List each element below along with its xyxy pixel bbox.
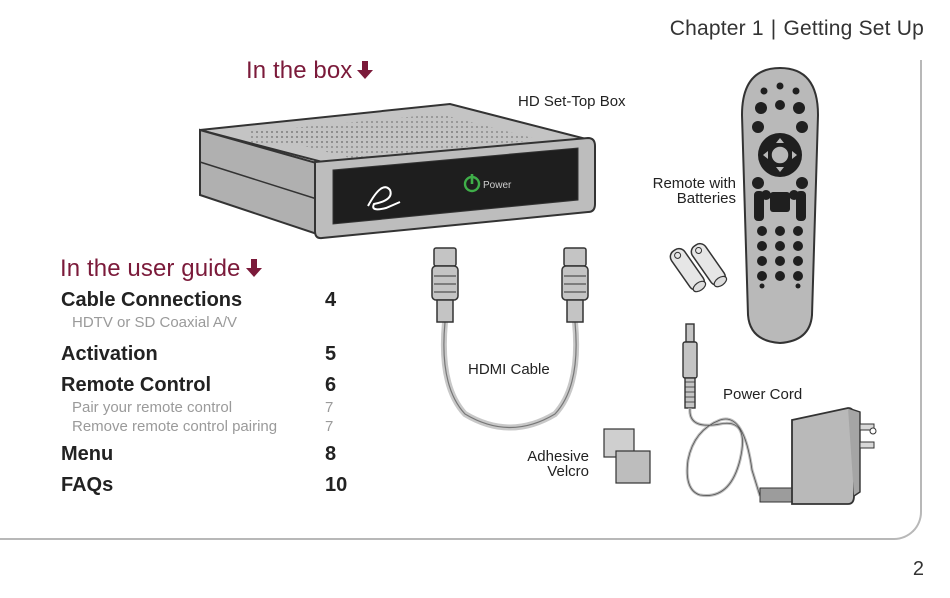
toc-entry-title: Menu	[61, 443, 114, 465]
toc-entry[interactable]: Remote Control 6 Pair your remote control…	[61, 372, 351, 436]
power-text: Power	[483, 180, 512, 191]
remote-label-line1: Remote with	[652, 175, 736, 192]
set-top-box-image: Power	[199, 102, 596, 240]
toc-entry-title: Activation	[61, 343, 158, 365]
power-icon	[463, 174, 481, 193]
in-the-box-heading-text: In the box	[246, 57, 353, 84]
toc-entry-page: 10	[325, 474, 348, 496]
header-separator: |	[770, 17, 777, 40]
in-the-box-heading: In the box	[246, 57, 374, 85]
user-guide-toc: Cable Connections 4 HDTV or SD Coaxial A/…	[61, 287, 351, 498]
toc-subentry-page: 7	[325, 418, 334, 435]
toc-entry-page: 6	[325, 374, 337, 396]
toc-entry[interactable]: Cable Connections 4 HDTV or SD Coaxial A/…	[61, 287, 351, 332]
toc-subentry[interactable]: Remove remote control pairing 7	[61, 417, 351, 436]
toc-entry-page: 4	[325, 289, 337, 311]
toc-entry[interactable]: FAQs 10	[61, 472, 351, 498]
velcro-label-line2: Velcro	[547, 463, 589, 480]
chapter-header: Chapter 1 | Getting Set Up	[670, 17, 924, 41]
velcro-image	[603, 428, 651, 484]
velcro-label-line1: Adhesive	[527, 448, 589, 465]
set-top-box-label: HD Set-Top Box	[518, 93, 626, 110]
toc-subentry-page: 7	[325, 399, 334, 416]
toc-entry-title: Remote Control	[61, 374, 211, 396]
arrow-down-icon	[245, 259, 262, 277]
toc-subentry[interactable]: HDTV or SD Coaxial A/V	[61, 313, 351, 332]
toc-subentry-title: HDTV or SD Coaxial A/V	[72, 314, 238, 331]
remote-label-line2: Batteries	[676, 190, 736, 207]
power-cord-label: Power Cord	[723, 386, 803, 403]
toc-subentry-title: Pair your remote control	[72, 399, 233, 416]
chapter-title: Getting Set Up	[783, 17, 924, 40]
page-frame	[0, 60, 922, 540]
chapter-label: Chapter 1	[669, 17, 764, 40]
toc-subentry-title: Remove remote control pairing	[72, 418, 278, 435]
toc-entry-title: FAQs	[61, 474, 114, 496]
toc-entry[interactable]: Activation 5	[61, 341, 351, 367]
remote-control-image	[740, 66, 820, 345]
hdmi-cable-image	[431, 247, 589, 431]
toc-entry[interactable]: Menu 8	[61, 441, 351, 467]
arrow-down-icon	[357, 61, 374, 79]
toc-entry-page: 5	[325, 343, 337, 365]
toc-subentry[interactable]: Pair your remote control 7	[61, 398, 351, 417]
user-guide-heading: In the user guide	[60, 255, 263, 283]
user-guide-heading-text: In the user guide	[60, 255, 241, 282]
power-cord-image	[682, 323, 877, 505]
toc-subentry-page	[325, 313, 351, 332]
batteries-image	[669, 242, 728, 293]
velcro-label: Adhesive Velcro	[520, 449, 589, 479]
page-number: 2	[912, 558, 924, 580]
toc-entry-title: Cable Connections	[61, 289, 243, 311]
hdmi-cable-label: HDMI Cable	[468, 361, 550, 378]
toc-entry-page: 8	[325, 443, 337, 465]
remote-label: Remote with Batteries	[650, 176, 736, 206]
